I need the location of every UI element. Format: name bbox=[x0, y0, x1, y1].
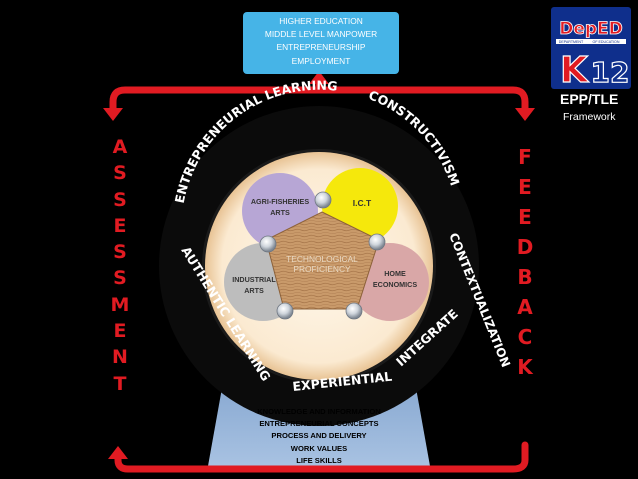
outcomes-box: HIGHER EDUCATION MIDDLE LEVEL MANPOWER E… bbox=[243, 12, 399, 74]
assessment-letter: N bbox=[112, 346, 128, 369]
brand-subtitle: Framework bbox=[563, 111, 616, 123]
assessment-letter: T bbox=[113, 372, 127, 395]
brand-title: EPP/TLE bbox=[560, 91, 619, 107]
center-label-line1: TECHNOLOGICAL bbox=[286, 254, 358, 264]
foundation-line: KNOWLEDGE AND INFORMATION bbox=[257, 407, 381, 416]
agri-label-line2: ARTS bbox=[270, 208, 290, 217]
connector-ball bbox=[368, 233, 386, 251]
connector-ball bbox=[345, 302, 363, 320]
center-label-line2: PROFICIENCY bbox=[293, 264, 351, 274]
ict-label: I.C.T bbox=[353, 198, 372, 208]
connector-ball bbox=[314, 191, 332, 209]
technological-proficiency-pentagon bbox=[265, 211, 380, 310]
logo-deped-text: DepED bbox=[559, 19, 623, 39]
connector-ball bbox=[276, 302, 294, 320]
feedback-letter: F bbox=[518, 145, 532, 169]
deped-k12-logo: DepED DEPARTMENT OF EDUCATION K 12 bbox=[551, 7, 631, 92]
foundation-line: LIFE SKILLS bbox=[296, 455, 342, 465]
feedback-vertical-label: F E E D B A C K bbox=[515, 142, 535, 382]
assessment-letter: E bbox=[113, 214, 127, 237]
agri-label-line1: AGRI-FISHERIES bbox=[251, 197, 310, 206]
assessment-vertical-label: A S S E S S M E N T bbox=[110, 134, 130, 397]
feedback-letter: C bbox=[517, 325, 533, 349]
feedback-letter: A bbox=[517, 295, 533, 319]
left-arrowhead bbox=[103, 108, 123, 121]
logo-k-letter: K bbox=[560, 50, 589, 91]
assessment-letter: A bbox=[112, 136, 128, 158]
bottom-left-arrowhead bbox=[108, 446, 128, 459]
assessment-letter: S bbox=[113, 267, 127, 290]
industrial-label-line1: INDUSTRIAL bbox=[232, 275, 276, 284]
industrial-label-line2: ARTS bbox=[244, 286, 264, 295]
feedback-letter: B bbox=[517, 265, 533, 289]
connector-ball bbox=[259, 235, 277, 253]
assessment-letter: E bbox=[113, 320, 127, 343]
assessment-letter: S bbox=[113, 162, 127, 185]
up-arrowhead bbox=[309, 71, 329, 84]
outcome-line: MIDDLE LEVEL MANPOWER bbox=[264, 29, 378, 40]
logo-subtitle-left: DEPARTMENT bbox=[559, 40, 584, 44]
feedback-letter: E bbox=[518, 205, 532, 229]
feedback-letter: K bbox=[517, 355, 533, 379]
foundation-line: PROCESS AND DELIVERY bbox=[271, 431, 367, 441]
foundation-line: WORK VALUES bbox=[290, 443, 348, 453]
outcome-line: HIGHER EDUCATION bbox=[279, 16, 363, 26]
feedback-letter: D bbox=[516, 235, 534, 259]
logo-subtitle-right: OF EDUCATION bbox=[593, 40, 620, 44]
bottom-loop-line bbox=[114, 441, 529, 473]
home-label-line2: ECONOMICS bbox=[373, 280, 418, 289]
feedback-letter: E bbox=[518, 175, 532, 199]
assessment-letter: S bbox=[113, 241, 127, 264]
assessment-letter: S bbox=[113, 188, 127, 211]
logo-twelve: 12 bbox=[591, 56, 630, 89]
home-label-line1: HOME bbox=[384, 269, 406, 278]
assessment-letter: M bbox=[110, 293, 130, 316]
foundation-line: ENTREPRENEURIAL CONCEPTS bbox=[259, 419, 379, 429]
right-arrowhead bbox=[515, 108, 535, 121]
foundation-list: KNOWLEDGE AND INFORMATION ENTREPRENEURIA… bbox=[236, 406, 402, 467]
outcome-line: ENTREPRENEURSHIP bbox=[276, 42, 366, 53]
outcome-line: EMPLOYMENT bbox=[291, 55, 351, 66]
